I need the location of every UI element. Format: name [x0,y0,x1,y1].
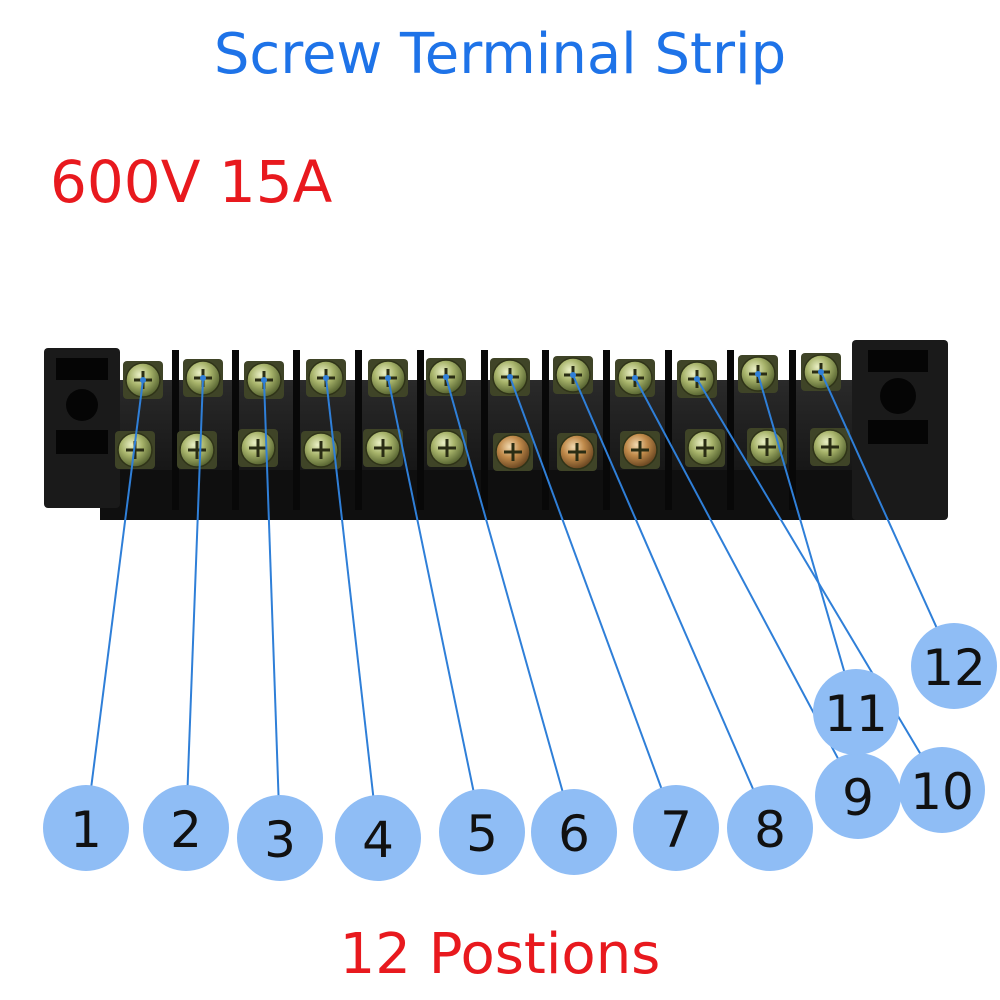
callout-12: 12 [911,623,997,709]
screw-terminal [810,428,850,466]
callout-11: 11 [813,669,899,755]
leader-line-5 [387,377,483,833]
screw-terminal [238,429,278,467]
screw-terminal [685,429,725,467]
leader-line-12 [820,371,955,667]
rating-label: 600V 15A [50,148,333,216]
barrier-rib [355,350,362,510]
barrier-rib [293,350,300,510]
screw-terminal [177,431,217,469]
left-end-cap [44,348,120,508]
positions-label: 12 Postions [339,922,661,987]
bottom-screw-row [115,428,850,471]
callout-2: 2 [143,785,229,871]
barrier-group [172,350,796,510]
barrier-rib [789,350,796,510]
callout-3: 3 [237,795,323,881]
barrier-rib [232,350,239,510]
screw-terminal [427,429,467,467]
leader-line-1 [85,379,144,829]
callout-number: 12 [922,639,986,697]
page-title: Screw Terminal Strip [213,22,787,87]
callout-number: 9 [842,769,874,827]
callout-number: 7 [660,801,692,859]
screw-terminal [557,433,597,471]
leader-line-8 [572,374,771,829]
callout-1: 1 [43,785,129,871]
screw-terminal [363,429,403,467]
callout-number: 1 [70,801,102,859]
leader-line-11 [757,373,857,713]
callout-number: 4 [362,811,394,869]
callout-number: 8 [754,801,786,859]
callout-10: 10 [899,747,985,833]
screw-terminal [747,428,787,466]
barrier-rib [542,350,549,510]
barrier-rib [417,350,424,510]
strip-body [44,340,948,520]
callout-number: 2 [170,801,202,859]
callout-4: 4 [335,795,421,881]
barrier-rib [481,350,488,510]
barrier-rib [665,350,672,510]
leader-line-4 [325,377,379,839]
screw-terminal [493,433,533,471]
barrier-rib [172,350,179,510]
leader-line-3 [263,379,281,839]
barrier-rib [727,350,734,510]
screw-terminal [620,431,660,469]
callout-5: 5 [439,789,525,875]
screw-terminal [301,431,341,469]
callout-number: 10 [910,763,974,821]
callout-9: 9 [815,753,901,839]
callout-number: 3 [264,811,296,869]
callout-8: 8 [727,785,813,871]
barrier-rib [603,350,610,510]
callout-7: 7 [633,785,719,871]
callout-number: 5 [466,805,498,863]
callout-number: 11 [824,685,888,743]
callout-number: 6 [558,805,590,863]
leader-line-2 [185,377,204,829]
leader-line-7 [509,376,677,829]
callout-6: 6 [531,789,617,875]
leader-line-6 [445,376,575,833]
